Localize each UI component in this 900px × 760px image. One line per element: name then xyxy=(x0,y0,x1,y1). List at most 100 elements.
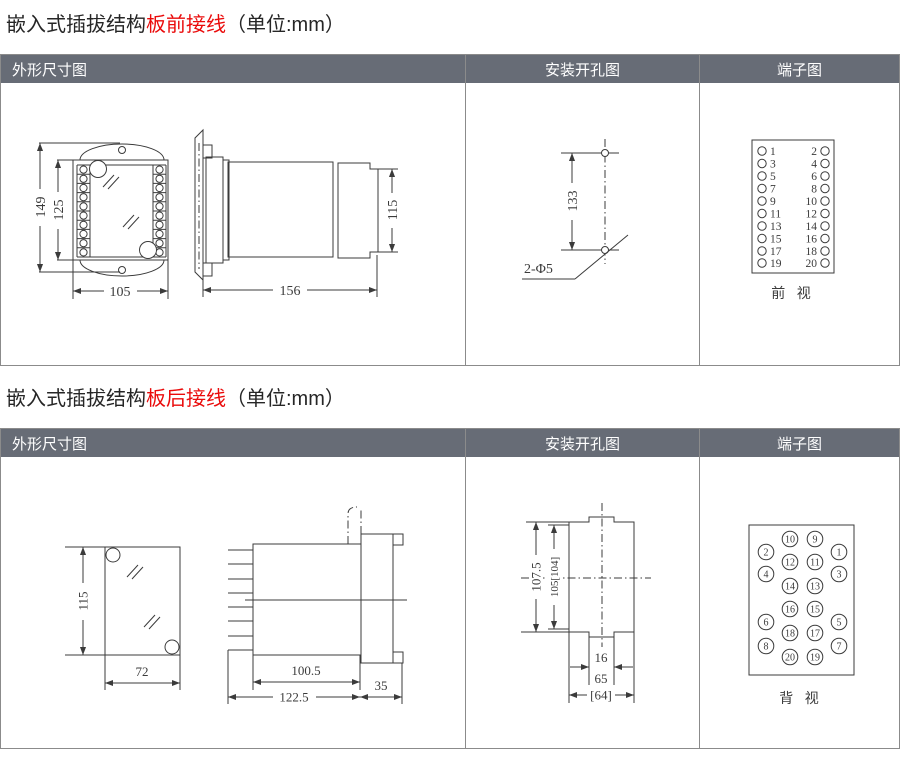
terminal-number: 7 xyxy=(837,642,842,653)
drawing-row: 149 125 105 156 115 xyxy=(1,83,899,365)
outline-drawing-front-wiring: 149 125 105 156 115 xyxy=(33,128,401,300)
col-header-outline-dimensions: 外形尺寸图 xyxy=(1,55,466,83)
terminal-number: 4 xyxy=(764,570,769,581)
dim-width: 65 xyxy=(595,671,608,686)
terminal-number: 19 xyxy=(810,653,820,664)
mounting-cutout-cell-rear: 107.5 105[104] 16 65 [64] xyxy=(466,457,700,748)
dimension-lines: 133 2-Φ5 xyxy=(522,153,629,280)
terminal-number: 11 xyxy=(810,558,820,569)
terminal-number: 9 xyxy=(813,535,818,546)
section-title-rear-wiring: 嵌入式插拔结构板后接线（单位:mm） xyxy=(0,366,900,428)
section-title-front-wiring: 嵌入式插拔结构板前接线（单位:mm） xyxy=(0,0,900,54)
terminal-number: 20 xyxy=(785,653,795,664)
title-suffix: （单位:mm） xyxy=(226,388,345,410)
terminal-number: 16 xyxy=(806,234,818,246)
terminal-number: 6 xyxy=(811,171,817,183)
title-prefix: 嵌入式插拔结构 xyxy=(6,388,146,410)
terminal-number: 2 xyxy=(811,146,817,158)
dim-notch-width: 16 xyxy=(595,650,609,665)
mounting-cutout-cell-front: 133 2-Φ5 xyxy=(466,83,700,365)
terminal-number: 12 xyxy=(806,209,818,221)
hole-spec-label: 2-Φ5 xyxy=(524,262,553,277)
terminal-number: 17 xyxy=(770,246,782,258)
terminal-number: 19 xyxy=(770,258,782,270)
outline-dimension-cell-rear: 115 72 100.5 122.5 35 xyxy=(1,457,466,748)
terminal-number: 3 xyxy=(837,570,842,581)
relay-front-view xyxy=(104,546,181,656)
dim-inner-height: 105[104] xyxy=(549,557,561,597)
title-highlight-front: 板前接线 xyxy=(146,14,226,36)
dim-total-depth: 122.5 xyxy=(279,690,308,705)
title-suffix: （单位:mm） xyxy=(226,14,345,36)
terminal-number: 13 xyxy=(810,582,820,593)
dim-hole-spacing: 133 xyxy=(566,191,581,212)
terminal-number: 10 xyxy=(806,196,818,208)
col-header-mounting-cutout: 安装开孔图 xyxy=(466,55,700,83)
dimension-lines: 149 125 105 156 115 xyxy=(33,142,401,300)
dim-height: 115 xyxy=(76,591,91,610)
front-wiring-table: 外形尺寸图 安装开孔图 端子图 xyxy=(0,54,900,366)
title-prefix: 嵌入式插拔结构 xyxy=(6,14,146,36)
terminal-number: 18 xyxy=(785,629,795,640)
terminal-number: 2 xyxy=(764,548,769,559)
col-header-outline-dimensions: 外形尺寸图 xyxy=(1,429,466,457)
terminal-number: 18 xyxy=(806,246,818,258)
dim-rear-height: 115 xyxy=(386,200,401,220)
outline-dimension-cell-front: 149 125 105 156 115 xyxy=(1,83,466,365)
view-caption-front: 前 视 xyxy=(771,285,815,302)
dim-width: 72 xyxy=(136,664,149,679)
outline-drawing-rear-wiring: 115 72 100.5 122.5 35 xyxy=(65,506,407,705)
dim-body-depth: 100.5 xyxy=(291,663,320,678)
col-header-terminal-diagram: 端子图 xyxy=(700,429,899,457)
terminal-number: 9 xyxy=(770,196,776,208)
header-row: 外形尺寸图 安装开孔图 端子图 xyxy=(1,55,899,83)
relay-side-view xyxy=(194,128,379,282)
terminal-number: 15 xyxy=(810,605,820,616)
terminal-number: 8 xyxy=(764,642,769,653)
title-highlight-rear: 板后接线 xyxy=(146,388,226,410)
terminal-number: 3 xyxy=(770,159,776,171)
relay-front-view xyxy=(72,143,169,277)
terminal-number: 16 xyxy=(785,605,795,616)
dim-overall-height: 149 xyxy=(34,197,49,218)
rear-wiring-table: 外形尺寸图 安装开孔图 端子图 xyxy=(0,428,900,749)
dimension-lines: 107.5 105[104] 16 65 [64] xyxy=(521,521,635,703)
terminal-number: 13 xyxy=(770,221,782,233)
dim-rear-depth: 35 xyxy=(375,678,388,693)
terminal-number: 5 xyxy=(837,618,842,629)
view-caption-rear: 背 视 xyxy=(779,691,823,707)
dim-width-alt: [64] xyxy=(590,688,612,703)
terminal-number: 7 xyxy=(770,184,776,196)
dimension-lines: 115 72 100.5 122.5 35 xyxy=(65,546,403,705)
cutout-drawing-rear-wiring: 107.5 105[104] 16 65 [64] xyxy=(521,503,651,703)
dim-depth: 156 xyxy=(280,284,301,299)
terminal-number: 1 xyxy=(837,548,842,559)
terminal-number: 20 xyxy=(806,258,818,270)
terminal-number: 14 xyxy=(806,221,818,233)
col-header-terminal-diagram: 端子图 xyxy=(700,55,899,83)
terminal-number: 8 xyxy=(811,184,817,196)
terminal-number: 4 xyxy=(811,159,817,171)
terminal-number: 14 xyxy=(785,582,795,593)
terminal-number: 5 xyxy=(770,171,776,183)
cutout-drawing-front-wiring: 133 2-Φ5 xyxy=(522,139,629,280)
col-header-mounting-cutout: 安装开孔图 xyxy=(466,429,700,457)
relay-side-view xyxy=(228,506,407,664)
dim-overall-height: 107.5 xyxy=(529,562,544,591)
terminal-drawing-rear-view: 10 9 2 1 12 11 4 3 14 13 16 15 6 5 xyxy=(748,524,855,707)
dim-strip-height: 125 xyxy=(52,200,67,221)
terminal-screw-circles xyxy=(79,165,164,257)
header-row: 外形尺寸图 安装开孔图 端子图 xyxy=(1,429,899,457)
dim-width: 105 xyxy=(110,285,131,300)
terminal-number: 17 xyxy=(810,629,820,640)
terminal-diagram-cell-rear: 10 9 2 1 12 11 4 3 14 13 16 15 6 5 xyxy=(700,457,899,748)
drawing-row: 115 72 100.5 122.5 35 xyxy=(1,457,899,748)
terminal-number: 12 xyxy=(785,558,795,569)
terminal-number: 11 xyxy=(770,209,781,221)
terminal-number: 6 xyxy=(764,618,769,629)
terminal-circles: 10 9 2 1 12 11 4 3 14 13 16 15 6 5 xyxy=(757,530,848,666)
